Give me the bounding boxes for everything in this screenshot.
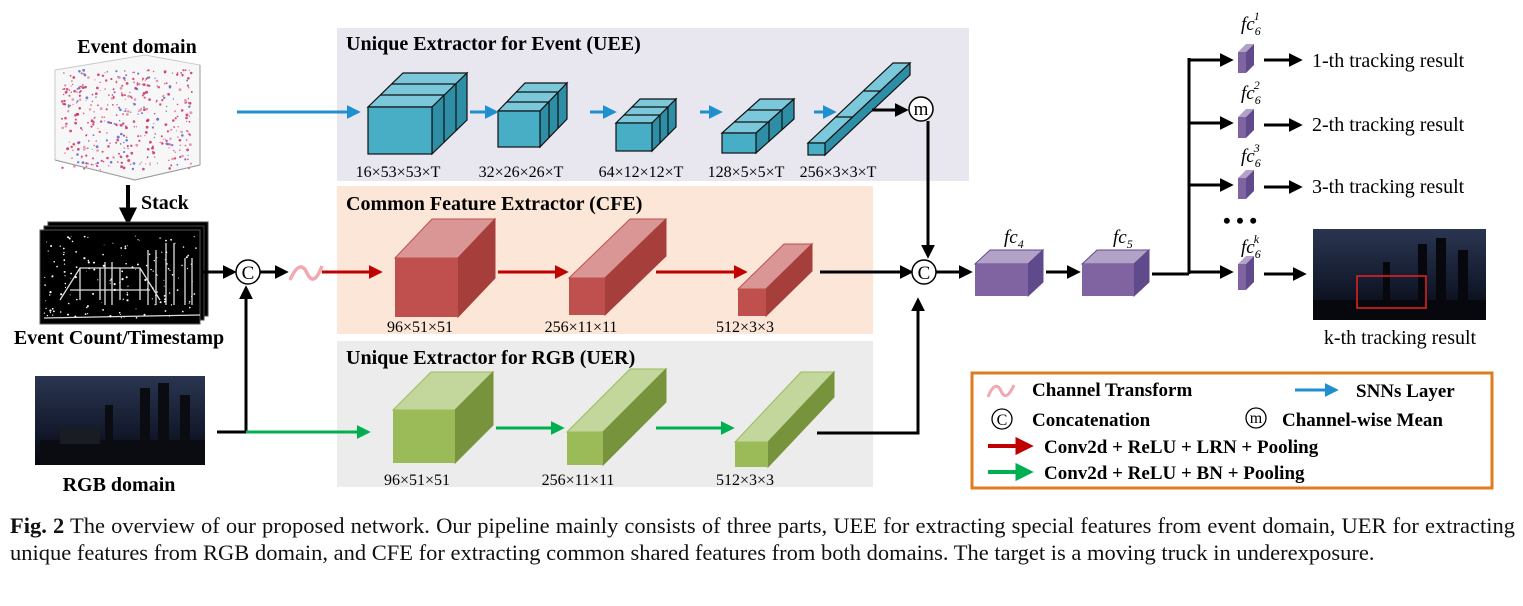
uer-dim-3: 512×3×3 xyxy=(716,472,774,489)
stack-label: Stack xyxy=(141,192,190,214)
caption-text: The overview of our proposed network. Ou… xyxy=(10,513,1515,565)
uee-dim-5: 256×3×3×T xyxy=(800,164,877,181)
tracking-bounding-box xyxy=(1356,275,1427,309)
tracking-result-image xyxy=(1313,229,1486,320)
uer-dim-2: 256×11×11 xyxy=(542,472,615,489)
fc6-label-3: fc63 xyxy=(1241,141,1261,170)
cfe-block-2 xyxy=(567,217,668,317)
legend-red-label: Conv2d + ReLU + LRN + Pooling xyxy=(1044,437,1319,458)
result-label-k: k-th tracking result xyxy=(1324,327,1477,349)
rgb-domain-label: RGB domain xyxy=(63,474,176,496)
figure-label: Fig. 2 xyxy=(10,513,65,538)
cfe-dim-1: 96×51×51 xyxy=(387,319,453,336)
legend-channel-mean: Channel-wise Mean xyxy=(1282,410,1443,431)
uee-block-4 xyxy=(720,97,796,155)
channel-transform-icon xyxy=(288,265,324,281)
legend-concat-symbol xyxy=(991,408,1013,430)
fc6-ellipsis: • • • xyxy=(1223,208,1257,233)
uee-dim-1: 16×53×53×T xyxy=(356,164,441,181)
result-label-2: 2-th tracking result xyxy=(1312,114,1465,136)
event-domain-label: Event domain xyxy=(77,36,196,58)
result-label-3: 3-th tracking result xyxy=(1312,176,1465,198)
legend-transform-icon xyxy=(986,384,1016,398)
fc5-block xyxy=(1080,248,1151,298)
fc6-block-2 xyxy=(1238,109,1254,138)
legend-snn-layer: SNNs Layer xyxy=(1356,381,1455,402)
fc6-label-1: fc61 xyxy=(1241,9,1261,38)
uee-block-1 xyxy=(366,71,469,156)
legend-concat-letter: C xyxy=(997,412,1008,429)
legend-green-label: Conv2d + ReLU + BN + Pooling xyxy=(1044,463,1305,484)
uer-title: Unique Extractor for RGB (UER) xyxy=(346,347,635,369)
result-label-1: 1-th tracking result xyxy=(1312,50,1465,72)
cfe-block-1 xyxy=(393,217,497,319)
rgb-image xyxy=(35,376,205,465)
fc4-block xyxy=(973,248,1045,298)
uee-block-3 xyxy=(614,97,678,153)
channel-mean-letter: m xyxy=(914,99,929,120)
uee-block-2 xyxy=(496,81,569,149)
cfe-block-3 xyxy=(736,242,814,318)
legend-channel-transform: Channel Transform xyxy=(1032,380,1192,401)
uer-block-1 xyxy=(391,370,495,465)
uer-block-3 xyxy=(733,370,836,469)
concat-symbol-right-letter: C xyxy=(918,263,931,284)
fc6-block-k xyxy=(1238,256,1254,290)
uer-block-2 xyxy=(565,367,668,467)
uee-title: Unique Extractor for Event (UEE) xyxy=(346,33,641,55)
fc6-label-2: fc62 xyxy=(1241,78,1261,107)
concat-symbol-left-letter: C xyxy=(242,263,255,284)
uee-dim-3: 64×12×12×T xyxy=(599,164,684,181)
fc4-label: fc4 xyxy=(1004,227,1024,251)
legend-mean-symbol xyxy=(1245,407,1267,429)
fc5-label: fc5 xyxy=(1113,227,1133,251)
fc6-block-3 xyxy=(1238,170,1254,199)
cfe-dim-3: 512×3×3 xyxy=(716,319,774,336)
event-count-image xyxy=(39,221,209,325)
network-diagram: Unique Extractor for Event (UEE) Common … xyxy=(14,9,1494,496)
fc6-block-1 xyxy=(1238,44,1254,73)
legend-concatenation: Concatenation xyxy=(1032,410,1151,431)
figure-caption: Fig. 2 The overview of our proposed netw… xyxy=(10,512,1515,566)
fc6-label-k: fc6k xyxy=(1241,232,1261,261)
uer-dim-1: 96×51×51 xyxy=(384,472,450,489)
cfe-dim-2: 256×11×11 xyxy=(545,319,618,336)
uee-dim-4: 128×5×5×T xyxy=(708,164,785,181)
event-count-label: Event Count/Timestamp xyxy=(14,327,224,349)
cfe-title: Common Feature Extractor (CFE) xyxy=(346,193,642,215)
legend-mean-letter: m xyxy=(1250,410,1263,427)
channel-mean-symbol xyxy=(908,96,934,122)
uee-block-5 xyxy=(806,61,912,157)
uee-dim-2: 32×26×26×T xyxy=(479,164,564,181)
event-domain-plot xyxy=(54,54,201,181)
uer-to-concat-line xyxy=(817,297,925,435)
legend: Channel Transform SNNs Layer C Concatena… xyxy=(970,371,1494,490)
